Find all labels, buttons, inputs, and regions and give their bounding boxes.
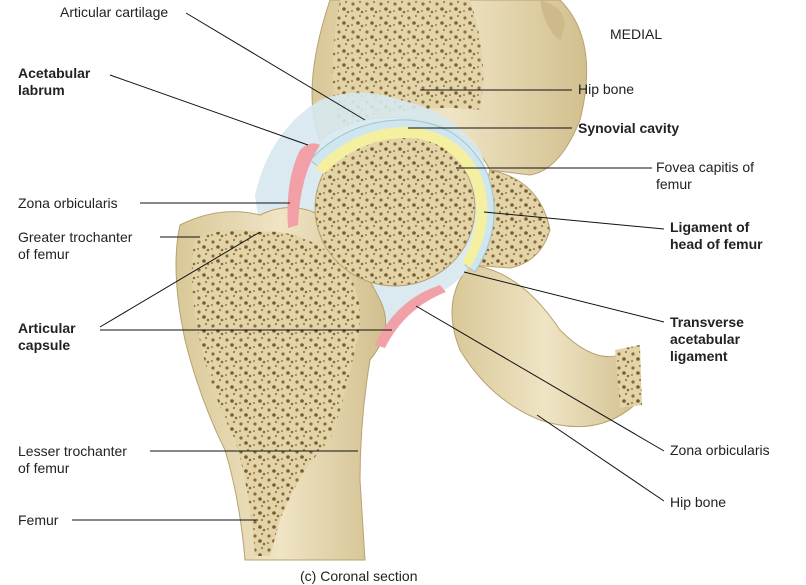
label-greater-trochanter-line2: of femur [18,246,69,263]
label-ligament-head-line1: Ligament of [670,219,749,236]
label-femur: Femur [18,512,58,529]
label-lesser-trochanter-line2: of femur [18,460,69,477]
label-lesser-trochanter-line1: Lesser trochanter [18,443,127,460]
label-ligament-head-line2: head of femur [670,236,763,253]
label-hip-bone-top: Hip bone [578,81,634,98]
label-fovea-capitis-line1: Fovea capitis of [656,159,754,176]
label-transverse-line1: Transverse [670,314,744,331]
label-acetabular-labrum-line1: Acetabular [18,65,90,82]
orientation-label: MEDIAL [610,26,662,43]
label-acetabular-labrum-line2: labrum [18,82,65,99]
label-transverse-line2: acetabular [670,331,740,348]
label-articular-capsule-line2: capsule [18,337,70,354]
label-zona-orbicularis-left: Zona orbicularis [18,195,118,212]
label-zona-orbicularis-right: Zona orbicularis [670,442,770,459]
label-fovea-capitis-line2: femur [656,176,692,193]
label-hip-bone-bottom: Hip bone [670,494,726,511]
label-transverse-line3: ligament [670,348,728,365]
hip-bone-lower [452,265,640,427]
label-articular-capsule-line1: Articular [18,320,76,337]
label-greater-trochanter-line1: Greater trochanter [18,229,132,246]
label-articular-cartilage: Articular cartilage [60,4,168,21]
label-synovial-cavity: Synovial cavity [578,120,679,137]
